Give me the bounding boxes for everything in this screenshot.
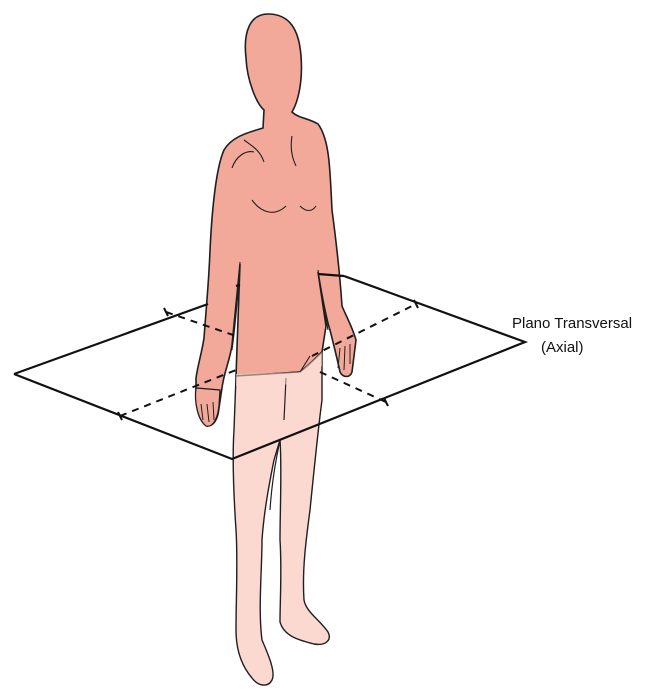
figure-upper-body — [196, 14, 356, 426]
figure-lower-body — [195, 352, 329, 685]
figure-legs — [233, 352, 329, 685]
human-figure — [196, 14, 356, 426]
plane-label-title: Plano Transversal — [512, 313, 632, 335]
plane-label-subtitle: (Axial) — [541, 337, 584, 359]
